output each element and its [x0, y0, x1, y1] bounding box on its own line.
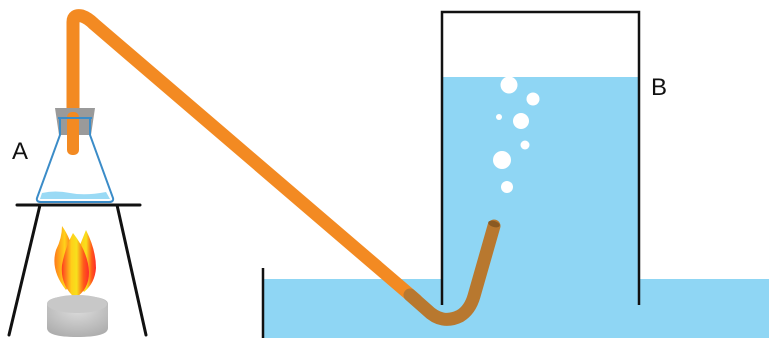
burner [47, 226, 108, 337]
cylinder-water [442, 77, 639, 307]
submerged-tube-path [403, 219, 501, 326]
stand-leg-right [115, 203, 148, 337]
cylinder-outline [440, 10, 641, 305]
label-flask: A [12, 138, 28, 165]
flame-center [61, 233, 89, 298]
flask [35, 108, 115, 203]
bubble [513, 113, 529, 129]
bubble [496, 114, 502, 120]
bubble [526, 92, 540, 106]
label-cylinder: B [651, 74, 667, 101]
delivery-tube [66, 9, 423, 307]
stopper-tube [67, 112, 79, 155]
stand-leg-left [7, 203, 42, 337]
bubble [500, 76, 518, 94]
gas-cylinder [440, 10, 641, 307]
flask-liquid [40, 191, 110, 199]
bubble [493, 151, 511, 169]
tripod-stand [7, 203, 148, 337]
burner-top [47, 295, 107, 313]
bubble [501, 181, 513, 193]
tube-outlet [488, 220, 500, 228]
gas-bubbles [493, 76, 540, 193]
flask-body [35, 118, 115, 203]
flask-neck-outline [58, 117, 92, 135]
bubble [520, 140, 530, 150]
delivery-tube-outer [66, 9, 423, 307]
submerged-tube [403, 219, 501, 326]
